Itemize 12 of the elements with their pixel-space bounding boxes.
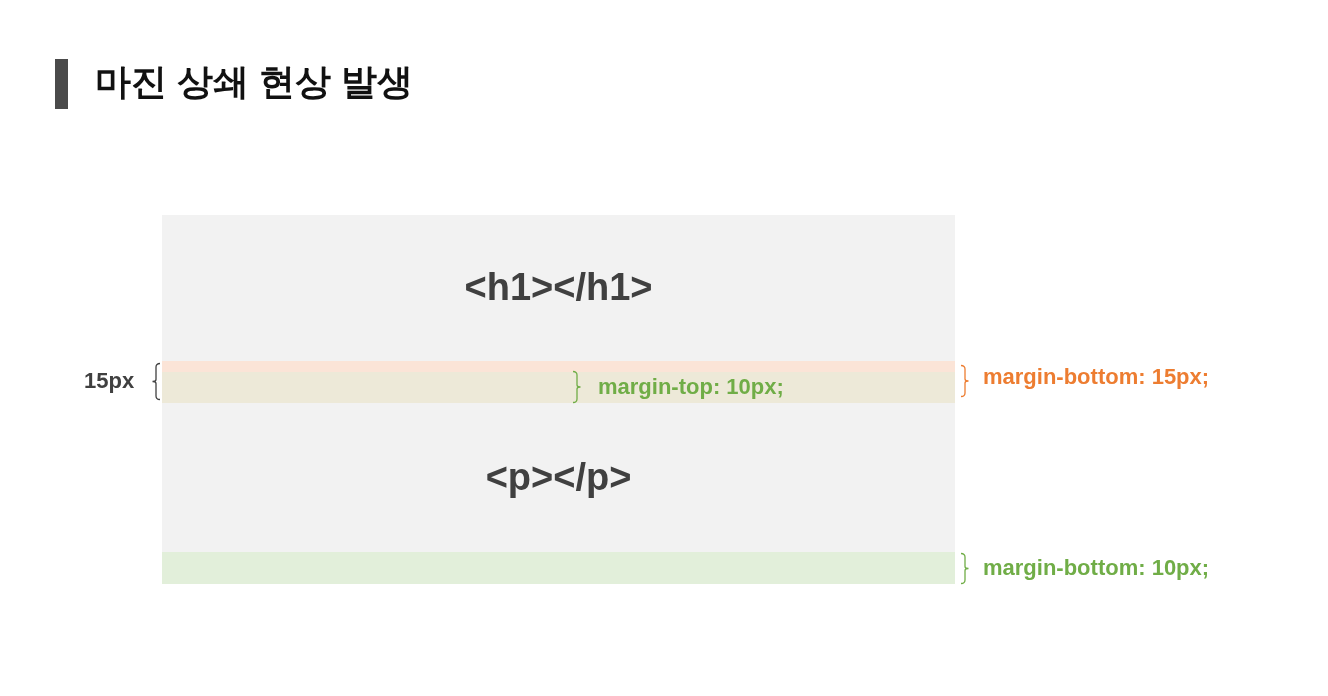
- element-box: [162, 403, 955, 552]
- margin-overlap-band: [162, 372, 955, 403]
- dimension-label: margin-bottom: 10px;: [983, 555, 1210, 582]
- dimension-label: margin-top: 10px;: [598, 374, 784, 401]
- margin-band: [162, 361, 955, 372]
- title: 마진 상쇄 현상 발생: [95, 60, 413, 104]
- tag-label: <p></p>: [485, 454, 632, 500]
- element-box: [162, 215, 955, 361]
- tag-label: <h1></h1>: [464, 265, 653, 311]
- dimension-label: margin-bottom: 15px;: [983, 364, 1210, 391]
- dimension-label: 15px: [84, 368, 135, 395]
- margin-band: [162, 552, 955, 584]
